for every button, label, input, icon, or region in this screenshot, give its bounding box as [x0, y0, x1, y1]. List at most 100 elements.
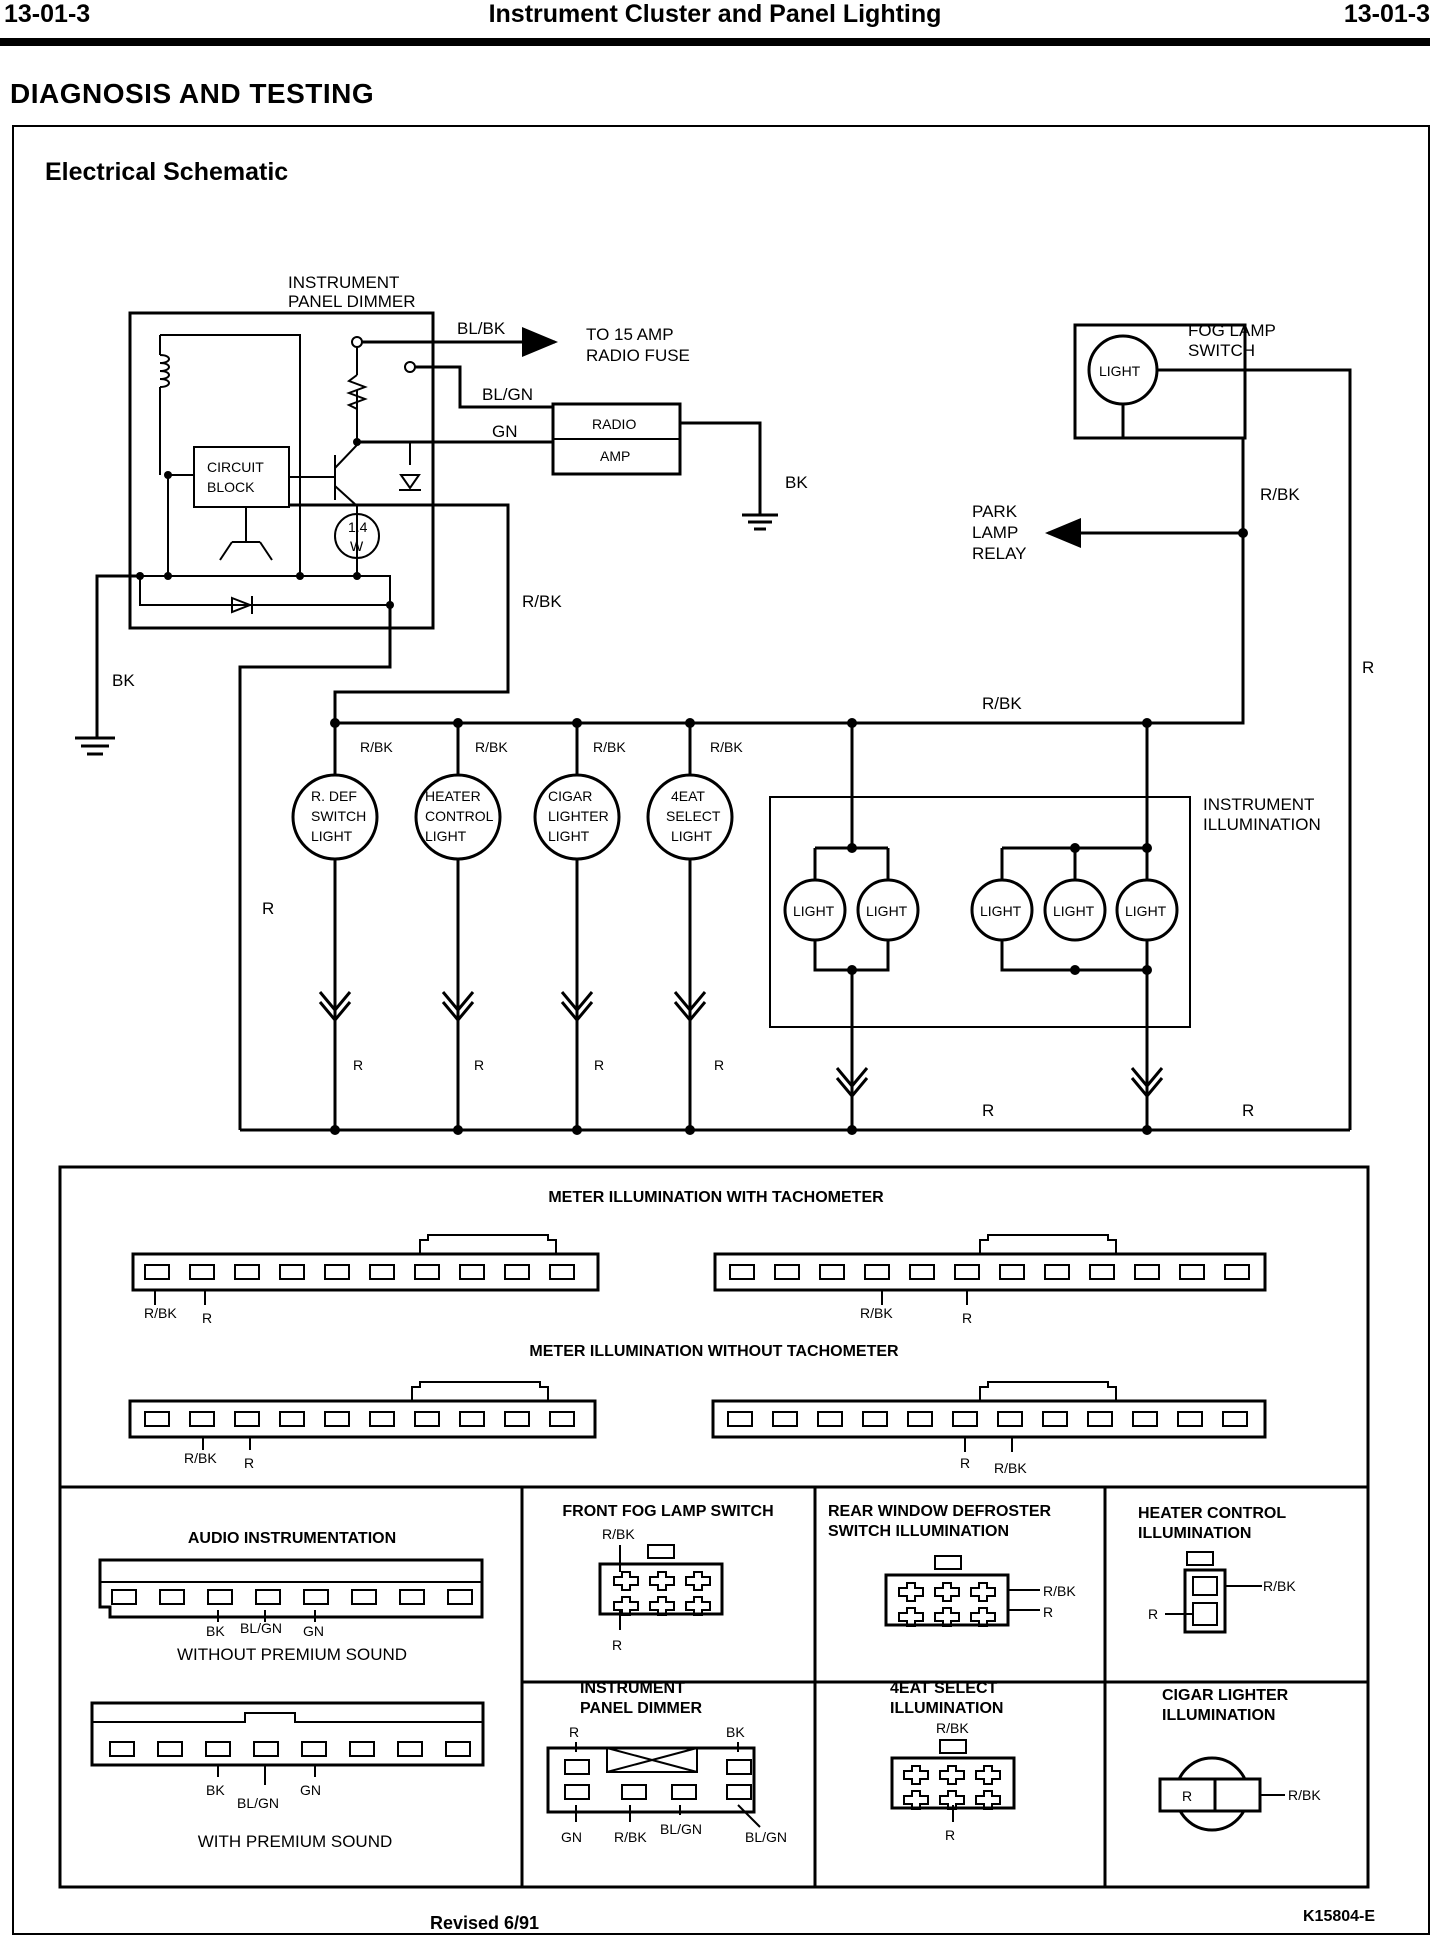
- connector-pin: [301, 1741, 327, 1757]
- svg-text:R: R: [962, 1310, 972, 1326]
- svg-text:TO 15 AMP: TO 15 AMP: [586, 325, 674, 344]
- connector-pin: [970, 1607, 996, 1627]
- r-return-wire: [238, 605, 392, 1130]
- connector-pin: [975, 1790, 1001, 1810]
- svg-text:SELECT: SELECT: [666, 808, 721, 824]
- svg-text:INSTRUMENT: INSTRUMENT: [1203, 795, 1314, 814]
- connector-pin: [414, 1411, 440, 1427]
- svg-text:BK: BK: [785, 473, 808, 492]
- svg-text:PANEL DIMMER: PANEL DIMMER: [580, 1700, 703, 1717]
- svg-text:BK: BK: [112, 671, 135, 690]
- svg-text:R/BK: R/BK: [710, 739, 743, 755]
- svg-text:PARK: PARK: [972, 502, 1018, 521]
- connector-pin: [1134, 1264, 1160, 1280]
- connector-pin: [159, 1589, 185, 1605]
- connector-pin: [144, 1411, 170, 1427]
- svg-text:R: R: [244, 1455, 254, 1471]
- svg-text:R/BK: R/BK: [994, 1460, 1027, 1476]
- connector-pin: [234, 1411, 260, 1427]
- connector-pin: [1177, 1411, 1203, 1427]
- connector-pin: [685, 1596, 711, 1616]
- svg-text:BK: BK: [206, 1623, 225, 1639]
- wire-label-r-bus-2: R: [1242, 1101, 1254, 1120]
- meter-without-tach-title: METER ILLUMINATION WITHOUT TACHOMETER: [529, 1343, 899, 1360]
- connector-pin: [1042, 1411, 1068, 1427]
- rbk-bus: [335, 533, 1245, 725]
- svg-text:WITH PREMIUM SOUND: WITH PREMIUM SOUND: [198, 1832, 393, 1851]
- svg-text:INSTRUMENT: INSTRUMENT: [288, 273, 399, 292]
- connector-pin: [819, 1264, 845, 1280]
- svg-text:W: W: [350, 538, 364, 554]
- svg-text:R: R: [1148, 1606, 1158, 1622]
- meter-connector-tach-1: R/BK R: [131, 1234, 600, 1326]
- svg-text:RELAY: RELAY: [972, 544, 1027, 563]
- connector-pin: [898, 1607, 924, 1627]
- connector-pin: [613, 1571, 639, 1591]
- connector-pin: [564, 1784, 590, 1800]
- svg-text:BL/GN: BL/GN: [660, 1821, 702, 1837]
- meter-with-tach-title: METER ILLUMINATION WITH TACHOMETER: [548, 1189, 884, 1206]
- connector-pin: [997, 1411, 1023, 1427]
- connector-pin: [999, 1264, 1025, 1280]
- connector-pin: [504, 1264, 530, 1280]
- page-header: 13-01-3 Instrument Cluster and Panel Lig…: [0, 0, 1430, 46]
- instrument-panel-dimmer-connector: INSTRUMENT PANEL DIMMER R BK GN R/BK BL/…: [546, 1680, 787, 1845]
- svg-text:BL/GN: BL/GN: [240, 1620, 282, 1636]
- connector-pin: [975, 1765, 1001, 1785]
- svg-text:FRONT FOG LAMP SWITCH: FRONT FOG LAMP SWITCH: [562, 1503, 773, 1520]
- svg-text:CIRCUIT: CIRCUIT: [207, 459, 264, 475]
- svg-text:PANEL DIMMER: PANEL DIMMER: [288, 292, 416, 311]
- park-lamp-relay: PARK LAMP RELAY: [972, 502, 1248, 563]
- wire-label-rbk-bus: R/BK: [982, 694, 1022, 713]
- connector-pin: [549, 1264, 575, 1280]
- connector-pin: [621, 1784, 647, 1800]
- svg-text:LAMP: LAMP: [972, 523, 1018, 542]
- svg-text:R/BK: R/BK: [184, 1450, 217, 1466]
- svg-text:R/BK: R/BK: [475, 739, 508, 755]
- connector-pin: [459, 1411, 485, 1427]
- svg-text:LIGHT: LIGHT: [793, 903, 835, 919]
- connector-pin: [189, 1411, 215, 1427]
- connector-pin: [862, 1411, 888, 1427]
- wire-label-r-bus-1: R: [982, 1101, 994, 1120]
- svg-text:R: R: [612, 1637, 622, 1653]
- svg-text:R: R: [202, 1310, 212, 1326]
- meter-connector-tach-2: R/BK R: [713, 1234, 1267, 1326]
- svg-text:BLOCK: BLOCK: [207, 479, 255, 495]
- svg-text:1.4: 1.4: [348, 519, 368, 535]
- connector-pin: [279, 1411, 305, 1427]
- svg-text:ILLUMINATION: ILLUMINATION: [890, 1700, 1003, 1717]
- connector-pin: [1224, 1264, 1250, 1280]
- connector-pin: [207, 1589, 233, 1605]
- svg-text:R: R: [714, 1057, 724, 1073]
- connector-pin: [255, 1589, 281, 1605]
- svg-text:LIGHT: LIGHT: [866, 903, 908, 919]
- connector-pin: [727, 1411, 753, 1427]
- instrument-panel-dimmer: INSTRUMENT PANEL DIMMER CIRCUIT BLOCK 1.…: [128, 273, 435, 630]
- svg-text:R: R: [353, 1057, 363, 1073]
- svg-text:LIGHT: LIGHT: [1099, 363, 1141, 379]
- rbk-feed-wire: [289, 503, 510, 723]
- svg-text:CIGAR: CIGAR: [548, 788, 592, 804]
- svg-text:GN: GN: [303, 1623, 324, 1639]
- front-fog-lamp-switch-connector: FRONT FOG LAMP SWITCH R/BK R: [562, 1503, 773, 1653]
- svg-text:SWITCH: SWITCH: [1188, 341, 1255, 360]
- connector-pin: [864, 1264, 890, 1280]
- connector-pin: [414, 1264, 440, 1280]
- connector-pin: [564, 1759, 590, 1775]
- connector-pin: [817, 1411, 843, 1427]
- svg-text:REAR WINDOW DEFROSTER: REAR WINDOW DEFROSTER: [828, 1503, 1052, 1520]
- page-title: Instrument Cluster and Panel Lighting: [488, 0, 942, 28]
- connector-pin: [351, 1589, 377, 1605]
- svg-text:R/BK: R/BK: [614, 1829, 647, 1845]
- audio-instrumentation: AUDIO INSTRUMENTATION BK BL/GN GN WITHOU…: [90, 1530, 485, 1851]
- connector-pin: [898, 1582, 924, 1602]
- circuit-block: [193, 446, 290, 508]
- svg-text:ILLUMINATION: ILLUMINATION: [1138, 1525, 1251, 1542]
- svg-text:LIGHT: LIGHT: [311, 828, 353, 844]
- svg-text:R: R: [1182, 1788, 1192, 1804]
- meter-connector-no-tach-1: R/BK R: [128, 1381, 597, 1471]
- svg-text:LIGHT: LIGHT: [1125, 903, 1167, 919]
- fog-lamp-switch: LIGHT FOG LAMP SWITCH R/BK R: [1073, 321, 1374, 1130]
